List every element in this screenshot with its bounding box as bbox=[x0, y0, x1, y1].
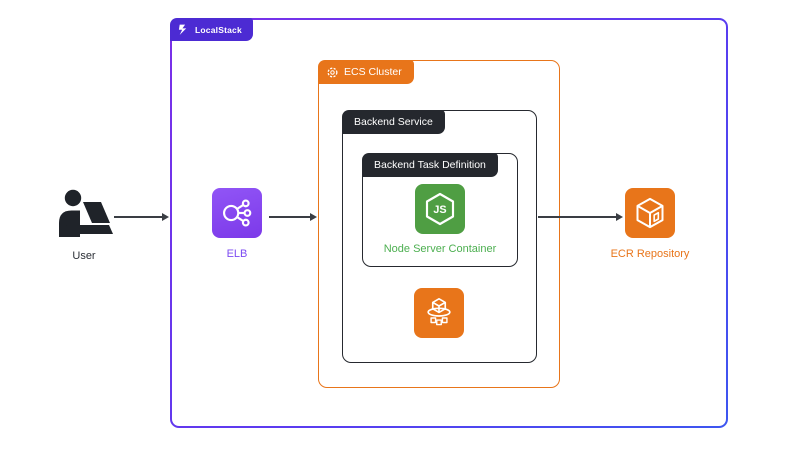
ecs-cluster-icon bbox=[327, 67, 338, 77]
load-balancer-icon bbox=[223, 199, 252, 227]
localstack-logo-icon bbox=[178, 24, 187, 35]
user-label: User bbox=[72, 250, 96, 262]
backend-service-label: Backend Service bbox=[354, 116, 433, 128]
elb-label: ELB bbox=[226, 248, 248, 260]
elb-tile bbox=[212, 188, 262, 238]
ecs-cluster-container bbox=[318, 60, 560, 388]
backend-service-badge: Backend Service bbox=[342, 110, 445, 134]
container-registry-cube-icon bbox=[636, 197, 664, 229]
ecs-cluster-label: ECS Cluster bbox=[344, 66, 402, 78]
svg-text:JS: JS bbox=[433, 204, 446, 216]
backend-task-definition-badge: Backend Task Definition bbox=[362, 153, 498, 177]
localstack-badge: LocalStack bbox=[170, 18, 253, 41]
ecs-cluster-badge: ECS Cluster bbox=[318, 60, 414, 84]
node-server-label: Node Server Container bbox=[383, 243, 497, 255]
ecr-label: ECR Repository bbox=[610, 248, 690, 260]
backend-task-definition-label: Backend Task Definition bbox=[374, 159, 486, 171]
node-server-tile: JS bbox=[415, 184, 465, 234]
nodejs-hexagon-icon: JS bbox=[425, 192, 455, 226]
user-node bbox=[54, 189, 114, 237]
ecs-service-tile bbox=[414, 288, 464, 338]
person-at-laptop-icon bbox=[59, 189, 113, 237]
arrow-user-to-localstack bbox=[114, 212, 169, 221]
ecr-tile bbox=[625, 188, 675, 238]
arrow-backend-service-to-ecr bbox=[538, 212, 623, 221]
arrow-elb-to-ecs-cluster bbox=[269, 212, 317, 221]
localstack-label: LocalStack bbox=[195, 24, 242, 35]
ecs-service-cubes-icon bbox=[427, 298, 451, 326]
